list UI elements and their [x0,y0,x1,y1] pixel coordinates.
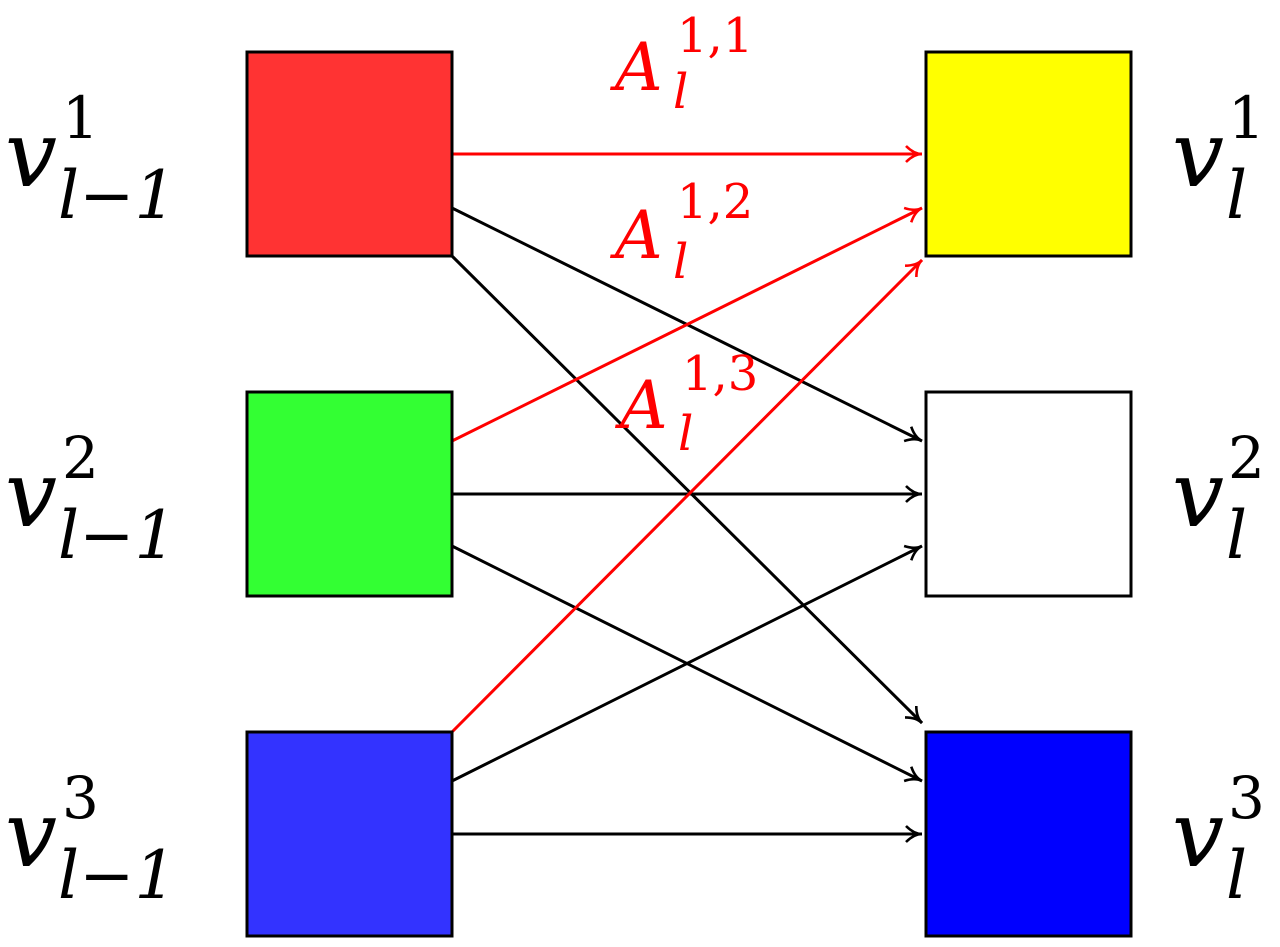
edges-layer [450,145,924,843]
edge-2-to-1 [451,206,923,443]
left-node-1-box [245,50,454,258]
right-node-1-label: v 1 l [1172,84,1270,234]
edge-1-to-3 [450,254,924,725]
right-node-3-label: v 3 l [1172,764,1270,914]
right-node-2-label: v 2 l [1172,424,1270,574]
right-node-3-box [924,730,1133,938]
right-node-1-box [924,50,1133,258]
edge-label-a-1-3: A 1,3 l [614,346,763,462]
edge-label-a-1-1: A 1,1 l [609,8,758,120]
left-node-3-box [245,730,454,938]
edge-3-to-2 [451,544,923,783]
right-node-2-box [924,390,1133,598]
left-node-3-label: v 3 l−1 [5,764,176,914]
edge-label-a-1-2: A 1,2 l [609,174,758,290]
edge-3-to-1 [450,258,924,734]
left-node-1-label: v 1 l−1 [5,84,176,234]
left-node-2-label: v 2 l−1 [5,424,176,574]
left-node-2-box [245,390,454,598]
